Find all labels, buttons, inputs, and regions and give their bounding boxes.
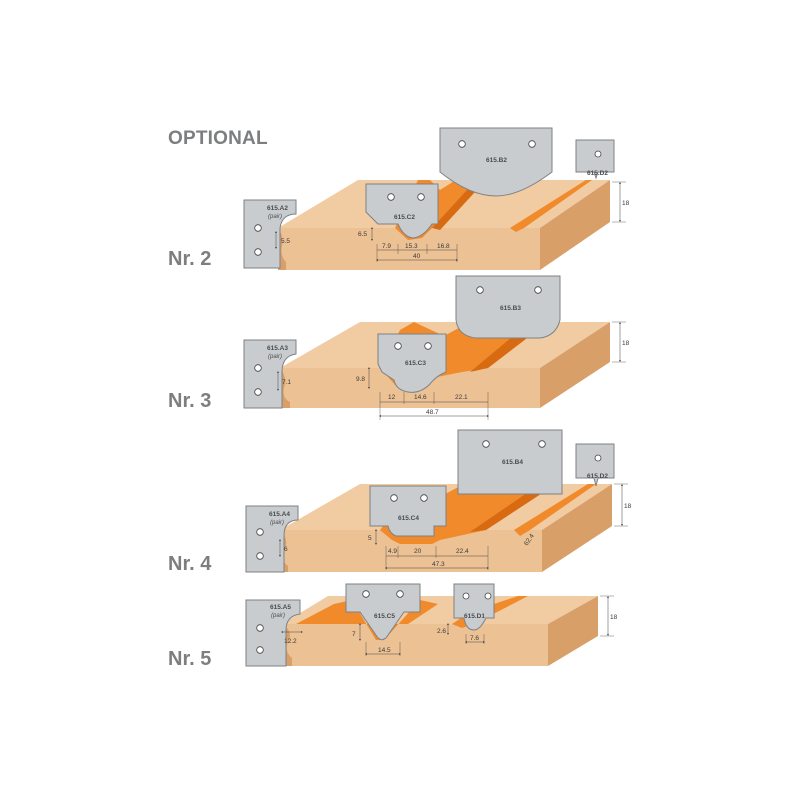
- dim-total: 48.7: [426, 409, 439, 416]
- dim-side: 12.2: [284, 638, 297, 645]
- hole: [458, 140, 466, 148]
- dim-thick: 18: [610, 614, 618, 621]
- hole: [256, 624, 264, 632]
- block-front: [280, 530, 542, 572]
- hole: [396, 590, 404, 598]
- hole: [534, 286, 542, 294]
- set-label-nr3: Nr. 3: [168, 390, 212, 412]
- dim-d3: 16.8: [437, 243, 450, 250]
- hole: [484, 592, 492, 600]
- code-cutter: 615.C5: [374, 613, 395, 620]
- dim-d1: 4.9: [388, 548, 397, 555]
- dim-thick: 18: [622, 200, 630, 207]
- hole: [256, 646, 264, 654]
- block-side: [548, 596, 598, 666]
- hole: [594, 150, 602, 158]
- dim-total: 40: [413, 253, 421, 260]
- dim-total: 47.3: [432, 561, 445, 568]
- dim-side: 6: [284, 546, 288, 553]
- code-cutter2: 615.D1: [464, 613, 485, 620]
- set-label-nr5: Nr. 5: [168, 648, 212, 670]
- dim-d2: 15.3: [405, 243, 418, 250]
- dim-side: 5.5: [281, 238, 290, 245]
- hole: [538, 440, 546, 448]
- dim-d2: 14.6: [414, 394, 427, 401]
- pair-note: (pair): [268, 354, 282, 360]
- dim-d2: 20: [414, 548, 422, 555]
- hole: [482, 440, 490, 448]
- code-corner: 615.A3: [267, 345, 288, 352]
- dim-d1: 7.9: [382, 243, 391, 250]
- dim-depth: 5: [368, 535, 372, 542]
- hole: [362, 590, 370, 598]
- hole: [424, 342, 432, 350]
- hole: [420, 494, 428, 502]
- groove-main: [296, 600, 438, 640]
- block-side: [540, 180, 610, 270]
- dim-width: 14.5: [378, 647, 391, 654]
- hole: [528, 140, 536, 148]
- code-big: 615.B4: [502, 459, 523, 466]
- pair-note: (pair): [268, 214, 282, 220]
- hole: [462, 592, 470, 600]
- dim-depth: 9.8: [356, 376, 365, 383]
- code-corner: 615.A5: [270, 604, 291, 611]
- dim-depth: 6.5: [358, 231, 367, 238]
- code-corner: 615.A4: [269, 511, 290, 518]
- groove-small: [510, 180, 592, 232]
- dim-thick: 18: [624, 503, 632, 510]
- hole: [594, 454, 602, 462]
- heading: OPTIONAL: [168, 128, 268, 149]
- code-cutter: 615.C2: [394, 214, 415, 221]
- dim-thick: 18: [622, 340, 630, 347]
- set-nr2: 615.B2 615.D2 615.C2 615.A2 (pair) 5.5 6…: [243, 127, 630, 270]
- hole: [387, 193, 395, 201]
- pair-note: (pair): [270, 520, 284, 526]
- hole: [390, 494, 398, 502]
- set-nr4: 615.B4 615.D2 615.C4 615.A4 (pair) 6 5 4…: [245, 429, 632, 573]
- pair-note: (pair): [271, 613, 285, 619]
- block-side: [542, 484, 612, 572]
- dim-depth2: 2.6: [437, 628, 446, 635]
- dim-d1: 12: [388, 394, 396, 401]
- hole: [256, 552, 264, 560]
- groove-shade: [470, 484, 556, 532]
- groove-small: [514, 484, 596, 536]
- hole: [254, 364, 262, 372]
- block-front: [278, 228, 540, 270]
- knife-615-B2[interactable]: [439, 127, 553, 197]
- hole: [256, 528, 264, 536]
- code-cutter: 615.C4: [398, 515, 419, 522]
- hole: [417, 193, 425, 201]
- dim-side: 7.1: [282, 379, 291, 386]
- hole: [254, 388, 262, 396]
- set-nr5: 615.C5 615.D1 615.A5 (pair) 12.2 7 14.5 …: [245, 583, 618, 667]
- knife-615-D2-b[interactable]: [575, 443, 615, 487]
- code-small: 615.D2: [587, 473, 608, 480]
- set-label-nr4: Nr. 4: [168, 553, 212, 575]
- code-small: 615.D2: [587, 170, 608, 177]
- knife-615-D2[interactable]: [575, 139, 615, 180]
- hole: [254, 248, 262, 256]
- set-nr3: 615.B3 615.C3 615.A3 (pair) 7.1 9.8 12 1…: [243, 275, 630, 420]
- groove-shade: [432, 180, 486, 230]
- knife-615-C5[interactable]: [345, 583, 421, 641]
- dim-d3: 22.1: [455, 394, 468, 401]
- code-cutter: 615.C3: [405, 360, 426, 367]
- hole: [254, 224, 262, 232]
- code-big: 615.B2: [486, 157, 507, 164]
- dim-depth: 7: [352, 631, 356, 638]
- code-big: 615.B3: [500, 305, 521, 312]
- block-front: [282, 624, 548, 666]
- dim-d3: 22.4: [456, 548, 469, 555]
- dim-width2: 7.6: [470, 635, 479, 642]
- code-corner: 615.A2: [267, 205, 288, 212]
- block-side: [540, 322, 610, 408]
- set-label-nr2: Nr. 2: [168, 248, 212, 270]
- hole: [394, 342, 402, 350]
- hole: [476, 286, 484, 294]
